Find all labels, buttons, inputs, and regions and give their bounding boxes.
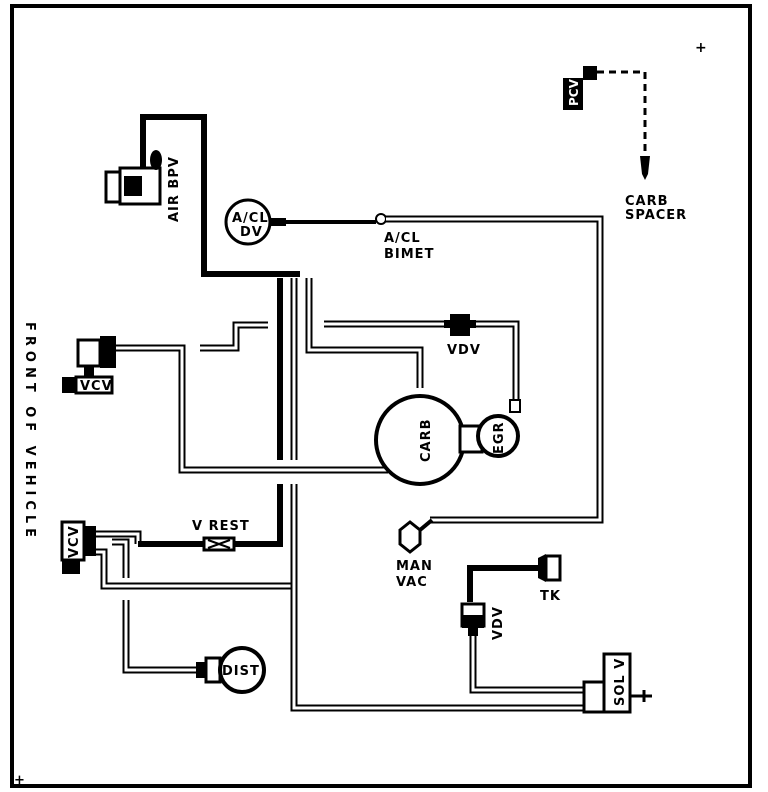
vdv-upper-valve (444, 314, 476, 336)
vcv-lower-hose-to-center-inner (96, 550, 294, 588)
man-vac-label-line2: VAC (396, 575, 428, 590)
tk-label: TK (540, 589, 561, 604)
vcv-upper-hose (116, 344, 388, 474)
carb-spacer-fitting (640, 156, 650, 180)
plus-marker-top: + (695, 40, 708, 56)
acl-dv-label-line1: A/CL (232, 211, 269, 226)
dist-hose (122, 600, 196, 674)
pcv-dashed-line (597, 70, 647, 155)
vdv-lower-hose (469, 636, 584, 694)
vcv-lower-valve (60, 520, 96, 574)
acl-bimet-sensor (375, 213, 387, 225)
svg-text:PCV: PCV (567, 78, 581, 106)
egr-valve (476, 414, 520, 458)
v-rest-restrictor (202, 536, 236, 552)
center-stub-left (200, 321, 268, 352)
acl-bimet-label-line2: BIMET (384, 247, 434, 262)
vcv-lower-stub-1-inner (112, 540, 128, 578)
air-bpv-label: AIR BPV (167, 156, 182, 222)
v-rest-label: V REST (192, 519, 250, 534)
carb-spacer-label-line2: SPACER (625, 208, 687, 223)
v-rest-hose-a-inner (96, 532, 140, 544)
plus-marker-bottom-left: + (14, 773, 26, 788)
vdv-lower-hose-inner (471, 636, 584, 692)
acl-bimet-label-line1: A/CL (384, 231, 421, 246)
v-rest-hose-c (234, 484, 283, 547)
front-of-vehicle-label: FRONT OF VEHICLE (22, 322, 37, 542)
center-hose-c-inner (307, 278, 422, 388)
vdv-upper-hose-out (476, 320, 520, 404)
diagram-border (10, 4, 752, 788)
carb-spacer-label-line1: CARB (625, 194, 669, 209)
sol-v-label: SOL V (613, 658, 628, 706)
man-vac-label-line1: MAN (396, 559, 433, 574)
vdv-upper-hose-out-inner (476, 322, 518, 404)
egr-fitting (509, 399, 521, 413)
acl-dv-nipple (270, 218, 286, 226)
center-hose-c (305, 278, 424, 388)
vdv-upper-label: VDV (447, 343, 481, 358)
tk-hose (467, 565, 538, 602)
egr-label: EGR (492, 421, 507, 454)
vcv-lower-stub-1 (112, 538, 130, 578)
acl-dv-label-line2: DV (240, 225, 263, 240)
vcv-upper-label: VCV (80, 379, 113, 394)
tk-sensor (538, 554, 562, 582)
center-stub-left-inner (200, 323, 268, 350)
dist-hose-inner (124, 600, 196, 672)
vdv-lower-valve (460, 602, 486, 636)
carb-label: CARB (419, 418, 434, 462)
dist-label: DIST (222, 664, 260, 679)
vcv-upper-hose-inner (116, 346, 388, 472)
air-bpv-valve (104, 150, 162, 206)
man-vac-fitting (398, 520, 422, 554)
vcv-upper-valve (62, 336, 116, 395)
bimet-to-man-vac-hose-inner (386, 217, 602, 522)
air-bpv-hose (140, 114, 300, 277)
sol-v-valve (582, 652, 652, 714)
vdv-lower-label: VDV (491, 606, 506, 640)
man-vac-nipple (418, 518, 434, 532)
dist-vacuum-advance (196, 646, 266, 694)
pcv-valve: PCV (563, 66, 597, 110)
vcv-lower-label: VCV (67, 525, 82, 558)
